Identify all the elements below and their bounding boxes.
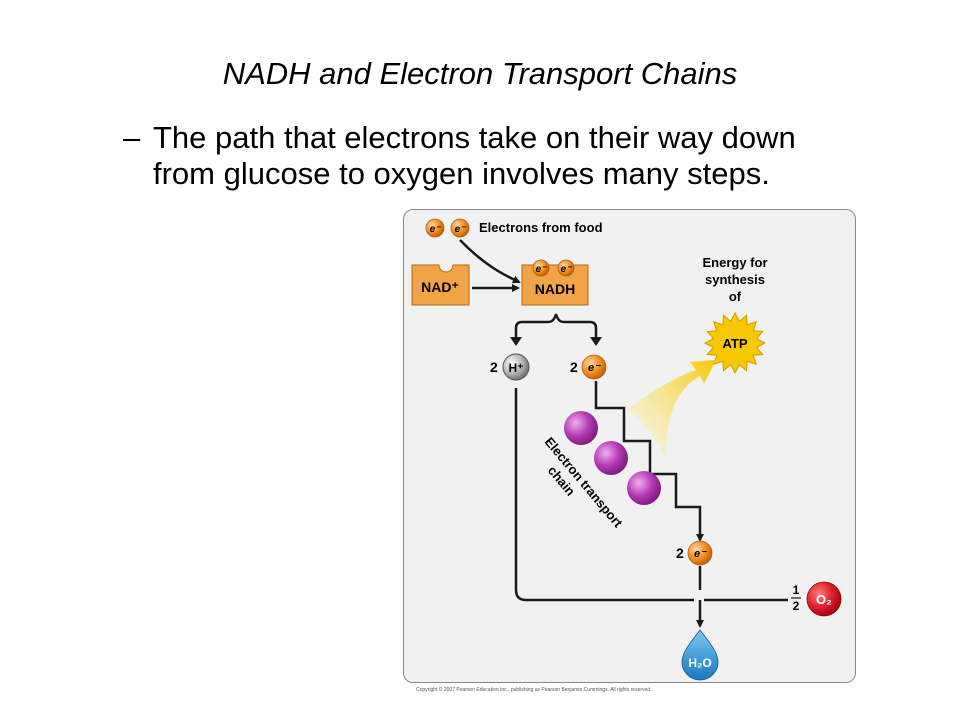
- atp-starburst: ATP: [703, 311, 767, 375]
- nadh-label: NADH: [535, 281, 575, 297]
- half-numerator: 1: [793, 583, 800, 597]
- food-electron-1: e⁻: [425, 218, 445, 238]
- electron-top-label: e⁻: [588, 362, 601, 374]
- oxygen-molecule: O₂: [806, 581, 842, 617]
- nadh-electron-1-label: e⁻: [536, 264, 549, 275]
- electron-staircase-path: [594, 381, 704, 542]
- electrons-from-food-label: Electrons from food: [479, 220, 603, 235]
- diagram-canvas: e⁻ e⁻ Electrons from food NAD⁺ e⁻ e⁻ NAD…: [411, 218, 842, 681]
- electron-pair-bottom: e⁻: [687, 540, 713, 566]
- food-electron-2: e⁻: [450, 218, 470, 238]
- nad-plus-label: NAD⁺: [421, 279, 459, 295]
- slide-title: NADH and Electron Transport Chains: [222, 56, 738, 91]
- water-label: H₂O: [688, 656, 711, 670]
- nad-plus-box: NAD⁺: [411, 264, 470, 306]
- carrier-molecule-2: [594, 441, 628, 475]
- copyright-notice: Copyright © 2007 Pearson Education Inc.,…: [416, 687, 652, 693]
- split-arrow-left: [510, 337, 522, 346]
- electron-transport-diagram: e⁻ e⁻ Electrons from food NAD⁺ e⁻ e⁻ NAD…: [403, 209, 856, 683]
- food-electron-1-label: e⁻: [430, 224, 443, 235]
- h-plus-label: H⁺: [509, 361, 524, 375]
- h-plus-count: 2: [490, 359, 498, 375]
- atp-label: ATP: [722, 336, 747, 351]
- carrier-molecule-1: [564, 411, 598, 445]
- energy-label-line-2: synthesis: [705, 272, 765, 287]
- bullet-text: The path that electrons take on their wa…: [153, 120, 796, 191]
- water-drop: H₂O: [681, 629, 719, 681]
- nadh-electron-2: [557, 259, 575, 277]
- carrier-molecule-3: [627, 471, 661, 505]
- split-arrow-right: [590, 337, 602, 346]
- h-plus-ion: H⁺: [502, 353, 530, 381]
- electron-pair-top: e⁻: [581, 354, 607, 380]
- energy-label-line-3: of: [729, 289, 742, 304]
- nadh-electron-1: [532, 259, 550, 277]
- split-brace: [514, 313, 598, 340]
- food-to-nadh-arrow: [459, 239, 521, 284]
- oxygen-label: O₂: [816, 592, 832, 607]
- electron-bottom-label: e⁻: [694, 548, 707, 560]
- energy-label-line-1: Energy for: [702, 255, 767, 270]
- nadh-box: e⁻ e⁻ NADH: [521, 259, 589, 306]
- bullet-dash: –: [123, 120, 141, 155]
- proton-path: [514, 388, 694, 602]
- nadh-electron-2-label: e⁻: [561, 264, 574, 275]
- half-denominator: 2: [793, 599, 800, 613]
- energy-release-arrow: [626, 360, 716, 460]
- electron-count-top: 2: [570, 359, 578, 375]
- food-electron-2-label: e⁻: [455, 224, 468, 235]
- electron-count-bottom: 2: [676, 545, 684, 561]
